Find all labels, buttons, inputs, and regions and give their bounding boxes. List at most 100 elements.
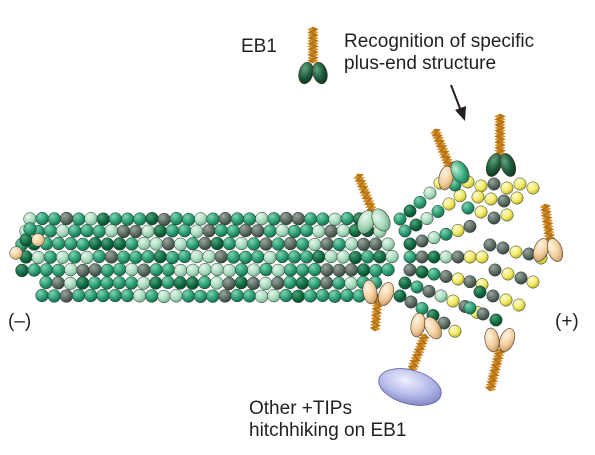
tubulin-subunit	[398, 276, 412, 290]
tubulin-subunit	[526, 181, 540, 195]
tubulin-subunit	[133, 212, 147, 226]
tubulin-subunit	[210, 276, 224, 290]
tubulin-subunit	[463, 301, 477, 315]
tubulin-subunit	[344, 237, 359, 251]
tubulin-subunit	[403, 263, 417, 277]
tubulin-subunit	[238, 250, 253, 265]
tubulin-subunit	[149, 276, 163, 290]
tubulin-subunit	[398, 224, 412, 238]
tubulin-subunit	[344, 276, 358, 290]
tubulin-subunit	[23, 222, 37, 236]
tubulin-subunit	[451, 250, 465, 264]
tubulin-subunit	[381, 237, 395, 251]
tubulin-subunit	[197, 275, 212, 290]
tubulin-subunit	[403, 204, 417, 218]
tubulin-subunit	[222, 263, 237, 278]
tubulin-subunit	[234, 275, 248, 290]
tubulin-subunit	[129, 224, 143, 239]
tubulin-subunit	[259, 237, 273, 251]
tubulin-subunit	[328, 289, 342, 303]
tubulin-subunit	[100, 263, 115, 278]
recognition-line-2: plus-end structure	[344, 53, 497, 74]
tubulin-subunit	[141, 249, 155, 264]
tubulin-subunit	[137, 263, 151, 277]
tubulin-subunit	[413, 195, 427, 209]
tubulin-subunit	[206, 289, 220, 303]
tubulin-subunit	[92, 249, 106, 264]
tubulin-subunit	[84, 212, 98, 226]
tubulin-subunit	[356, 237, 371, 251]
tubulin-subunit	[496, 241, 510, 255]
tubulin-subunit	[75, 276, 90, 290]
tubulin-subunit	[161, 275, 175, 290]
tubulin-subunit	[112, 262, 127, 277]
tubulin-subunit	[461, 201, 475, 215]
tubulin-subunit	[112, 276, 126, 290]
eb1-head	[485, 153, 503, 177]
tubulin-subunit	[169, 211, 184, 226]
tubulin-subunit	[474, 205, 488, 219]
tubulin-subunit	[473, 285, 487, 299]
tubulin-subunit	[356, 263, 371, 277]
tubulin-subunit	[295, 263, 310, 277]
tubulin-subunit	[287, 250, 302, 264]
tubulin-subunit	[340, 211, 354, 226]
tubulin-subunit	[393, 289, 407, 303]
tubulin-subunit	[88, 276, 102, 290]
tubulin-subunit	[145, 289, 159, 303]
tubulin-subunit	[222, 236, 237, 251]
tubulin-subunit	[442, 197, 456, 211]
tubulin-subunit	[125, 237, 139, 251]
tubulin-subunit	[336, 224, 350, 238]
tubulin-subunit	[486, 289, 500, 303]
tubulin-subunit	[328, 212, 342, 226]
eb1-coiled-coil	[405, 333, 430, 377]
tubulin-subunit	[165, 224, 180, 238]
tubulin-subunit	[500, 208, 514, 222]
tubulin-subunit	[360, 250, 375, 264]
tubulin-subunit	[488, 263, 502, 277]
tubulin-subunit	[230, 288, 244, 303]
tubulin-subunit	[463, 219, 477, 233]
tubulin-subunit	[55, 250, 70, 264]
tubulin-subunit	[68, 224, 82, 238]
tubulin-subunit	[100, 276, 114, 290]
tubulin-subunit	[173, 237, 188, 251]
tubulin-subunit	[431, 205, 445, 218]
tubulin-subunit	[320, 263, 334, 277]
tubulin-subunit	[255, 211, 269, 226]
eb1-head	[499, 153, 517, 177]
tubulin-subunit	[453, 189, 467, 203]
tubulin-subunit	[381, 263, 395, 277]
tubulin-subunit	[198, 263, 212, 277]
tubulin-subunit	[427, 250, 441, 264]
tubulin-subunit	[63, 276, 78, 291]
tubulin-subunit	[369, 263, 383, 278]
tubulin-subunit	[153, 250, 167, 264]
tubulin-subunit	[88, 263, 102, 277]
eb1-head	[371, 208, 391, 232]
tubulin-subunit	[247, 237, 261, 251]
tubulin-subunit	[15, 263, 29, 278]
tubulin-subunit	[27, 263, 41, 277]
eb1-coiled-coil	[484, 348, 506, 392]
eb1-molecule	[298, 26, 328, 85]
tubulin-subunit	[319, 276, 334, 290]
tubulin-subunit	[279, 211, 293, 226]
tubulin-subunit	[283, 263, 298, 277]
tubulin-subunit	[446, 294, 460, 308]
recognition-line-1: Recognition of specific	[344, 31, 535, 52]
tubulin-subunit	[153, 224, 167, 238]
tubulin-subunit	[246, 276, 261, 291]
other-tips-line-1: Other +TIPs	[249, 398, 352, 419]
tubulin-subunit	[136, 276, 151, 290]
tubulin-subunit	[259, 262, 273, 277]
tubulin-subunit	[59, 211, 74, 226]
tubulin-subunit	[190, 249, 204, 264]
tubulin-subunit	[369, 237, 383, 251]
tubulin-subunit	[92, 224, 106, 238]
tubulin-subunit	[275, 249, 289, 264]
other-tip-shape	[378, 368, 442, 406]
tubulin-subunit	[348, 250, 363, 265]
tubulin-subunit	[165, 250, 180, 265]
